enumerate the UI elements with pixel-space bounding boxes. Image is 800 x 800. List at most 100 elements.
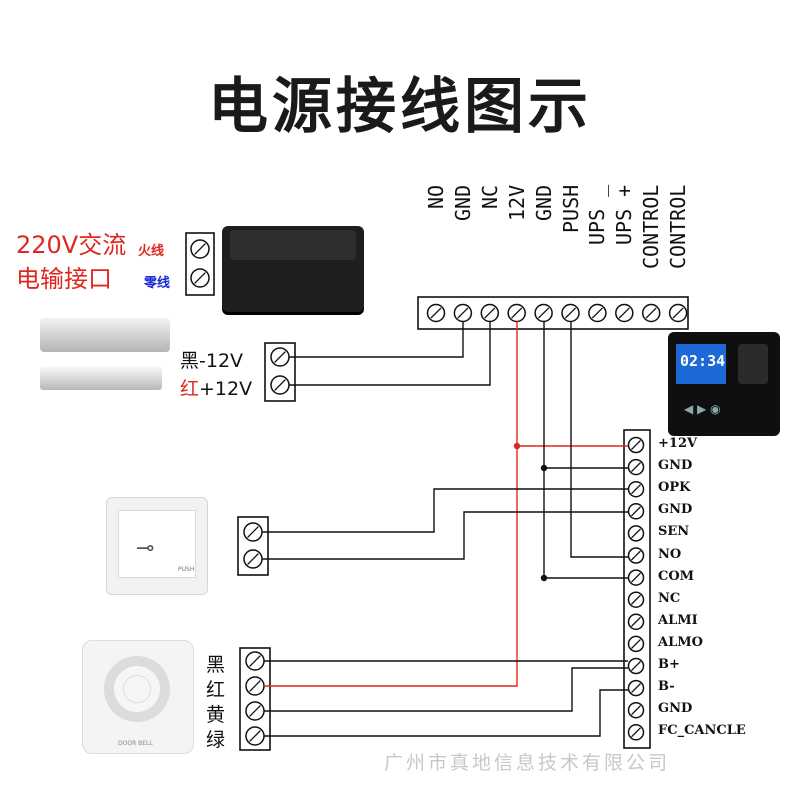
bell-wire-label-3: 绿 [206,729,226,751]
lock-label-pos: 红+12V [180,378,253,400]
wires [262,321,628,737]
neutral-wire-label: 零线 [144,276,171,291]
ac-input-line-1: 220V交流 [16,231,127,259]
reader-clock: 02:34 [680,352,726,370]
right-screw-13-slot [631,727,641,738]
top-screw-8-slot [645,307,657,319]
right-terminal-label-9: ALMO [658,634,703,650]
right-terminal-label-7: NC [658,590,681,606]
exit-screw-1-slot [247,526,259,538]
right-terminal-label-10: B+ [658,657,680,672]
terminal-blocks [185,232,689,751]
reader-screen [676,344,726,384]
top-terminal-label-8: CONTROL [639,185,664,270]
wire-bell-green [264,689,628,737]
right-terminal-label-4: SEN [658,524,690,540]
right-terminal-label-0: +12V [658,436,698,451]
wire-lock-neg [289,321,464,358]
right-screw-0-slot [631,440,641,450]
right-screw-8-slot [631,616,641,627]
fingerprint-sensor [738,344,768,384]
bell-screw-2-slot [249,705,261,717]
doorbell-text: DOOR BELL [118,740,153,747]
wire-lock-pos [289,321,491,386]
exit-button-text: PUSH [178,566,195,573]
top-screw-5-slot [564,307,577,319]
right-screw-4-slot [631,528,641,539]
wire-exit-1 [262,488,628,533]
doorbell-speaker-grille [114,666,160,712]
top-screw-0-slot [430,307,442,319]
right-screw-6-slot [631,572,641,583]
top-screw-2-slot [484,307,496,319]
top-terminal-label-6: UPS _ [585,185,610,246]
right-screw-5-slot [631,550,641,561]
lock-screw-pos-slot [274,379,286,391]
bell-wire-label-1: 红 [206,679,226,701]
top-terminal-label-5: PUSH [558,185,583,234]
top-terminal-label-2: NC [477,185,502,210]
bell-wire-label-2: 黄 [206,704,226,726]
lock-label-neg: 黑-12V [180,350,244,372]
junction-12v [513,442,521,450]
right-terminal-label-6: COM [658,568,695,584]
junction-com [540,574,548,582]
junction-gnd [540,464,548,472]
right-screw-11-slot [631,683,641,694]
wire-bell-yellow [264,667,628,712]
right-screw-12-slot [631,705,641,716]
ac-screw-live-slot [194,243,206,255]
right-terminal-block [623,429,651,749]
right-terminal-label-12: GND [658,701,693,717]
right-screw-3-slot [631,506,641,517]
right-terminal-label-1: GND [658,458,693,474]
exit-screw-2-slot [247,553,259,565]
top-screw-9-slot [672,307,684,319]
right-terminal-label-5: NO [658,546,682,562]
top-screw-1-slot [457,307,469,319]
wire-12v-red [264,321,518,687]
right-terminal-label-8: ALMI [658,612,698,628]
live-wire-label: 火线 [138,244,165,259]
ac-input-label: 220V交流 电输接口 [16,228,146,296]
right-screw-7-slot [631,594,641,605]
wire-push-to-no [570,321,628,558]
top-terminal-label-7: UPS + [612,185,637,246]
watermark: 广州市真地信息技术有限公司 [384,752,671,774]
top-screw-4-slot [538,307,550,319]
right-screw-10-slot [631,661,641,671]
wire-exit-2 [262,511,628,560]
right-terminal-label-11: B- [658,679,675,695]
bell-screw-1-slot [249,680,261,692]
ac-screw-neutral-slot [194,272,206,284]
page-title: 电源接线图示 [208,72,592,142]
magnetic-lock-image [40,366,162,390]
bell-screw-0-slot [249,655,261,667]
reader-keypad-icon: ◀ ▶ ◉ [684,402,721,416]
lock-screw-neg-slot [274,351,286,363]
right-terminal-label-2: OPK [658,480,691,496]
bell-wire-label-0: 黑 [206,654,226,676]
right-screw-2-slot [631,484,641,495]
junction-dots [513,442,548,582]
top-screw-7-slot [618,307,630,319]
top-terminal-label-0: NO [424,185,448,210]
right-screw-9-slot [631,638,641,649]
exit-button-face [118,510,196,578]
top-screw-3-slot [511,307,523,319]
wire-gnd-to-com [543,321,628,579]
top-terminal-label-4: GND [531,185,556,222]
electric-bolt-lock-image [40,318,170,352]
top-terminal-label-9: CONTROL [666,185,691,270]
ac-input-line-2: 电输接口 [16,265,112,293]
key-icon: ⊸ [136,536,155,561]
bell-screw-3-slot [249,730,261,742]
top-terminal-label-3: 12V [504,185,529,222]
top-screw-6-slot [591,307,603,319]
top-terminal-label-1: GND [450,185,475,222]
power-supply-label-plate [230,230,356,260]
right-screw-1-slot [631,462,641,473]
lock-label-pos-prefix: 红 [180,378,200,400]
right-terminal-label-3: GND [658,502,693,518]
